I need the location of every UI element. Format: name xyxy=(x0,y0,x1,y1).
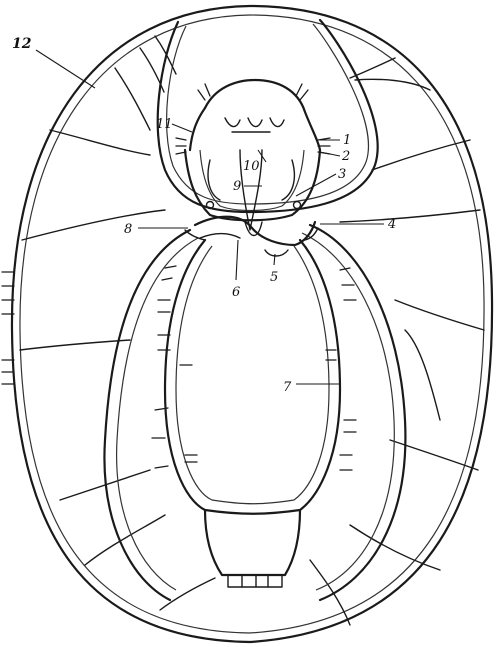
label-3: 3 xyxy=(338,167,346,182)
shell-segments-right xyxy=(310,58,484,625)
label-10: 10 xyxy=(243,159,260,174)
label-6: 6 xyxy=(232,285,240,300)
label-9: 9 xyxy=(233,179,241,194)
label-1: 1 xyxy=(343,133,351,148)
abdomen-setae xyxy=(152,266,356,470)
label-7: 7 xyxy=(283,380,292,395)
outer-shell xyxy=(12,6,492,642)
label-4: 4 xyxy=(387,217,396,232)
lateral-bands xyxy=(104,225,405,600)
label-5: 5 xyxy=(270,270,278,285)
label-2: 2 xyxy=(341,149,350,164)
shell-segments-left xyxy=(20,36,215,610)
label-11: 11 xyxy=(156,117,173,132)
abdomen xyxy=(165,240,340,587)
labels: 12 11 1 2 10 3 9 8 4 5 6 7 xyxy=(12,36,396,395)
label-12: 12 xyxy=(12,36,32,52)
label-8: 8 xyxy=(124,222,132,237)
